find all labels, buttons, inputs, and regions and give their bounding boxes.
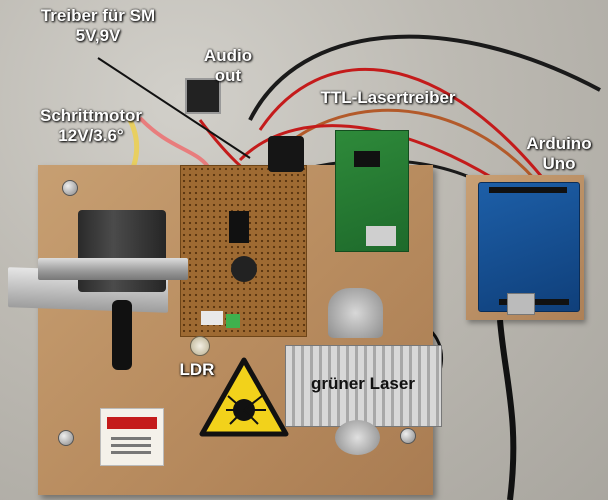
audio-out-jack: [185, 78, 221, 114]
label-schrittmotor: Schrittmotor 12V/3.6°: [6, 106, 176, 146]
label-ttl-lasertreiber: TTL-Lasertreiber: [320, 88, 456, 107]
arduino-uno-board: [478, 182, 580, 315]
label-line: Uno: [542, 154, 576, 173]
label-line: Arduino: [526, 134, 592, 153]
label-line: Audio: [203, 46, 253, 65]
label-line: 5V,9V: [75, 26, 121, 45]
label-treiber-sm: Treiber für SM 5V,9V: [8, 6, 188, 46]
screw: [62, 180, 78, 196]
label-audio-out: Audio out: [188, 46, 268, 86]
screw: [400, 428, 416, 444]
potentiometer-knob: [268, 136, 304, 172]
wing-nut: [328, 288, 383, 338]
laser-mount-washer: [335, 420, 380, 455]
danger-laser-sticker: [100, 408, 164, 466]
label-line: Treiber für SM: [40, 6, 156, 25]
screw: [58, 430, 74, 446]
ttl-laser-driver-board: [335, 130, 409, 252]
stepper-driver-perfboard: [180, 165, 307, 337]
ldr-sensor: [190, 336, 210, 356]
label-ldr: LDR: [179, 360, 215, 379]
motor-mount-post: [112, 300, 132, 370]
label-line: Schrittmotor: [40, 106, 142, 125]
label-line: out: [214, 66, 242, 85]
label-line: 12V/3.6°: [58, 126, 124, 145]
stepper-motor: [38, 210, 188, 292]
label-arduino-uno: Arduino Uno: [504, 134, 608, 174]
label-gruener-laser: grüner Laser: [311, 374, 415, 393]
